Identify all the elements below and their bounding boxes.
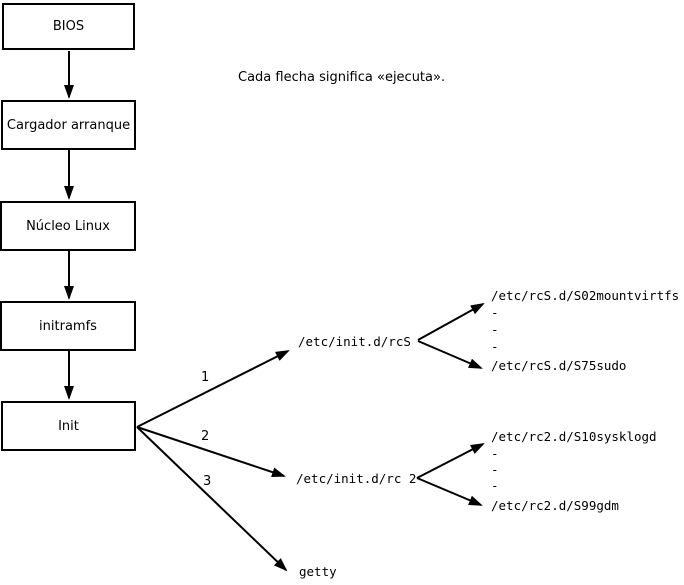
rcS-ellipsis-dash: - xyxy=(491,322,499,337)
rc2-ellipsis-dash: - xyxy=(491,462,499,477)
box-nucleo-linux: Núcleo Linux xyxy=(0,201,136,251)
label-init-d-rcS: /etc/init.d/rcS xyxy=(298,334,411,349)
label-rcS-first-script: /etc/rcS.d/S02mountvirtfs xyxy=(491,288,680,303)
rcS-ellipsis-dash: - xyxy=(491,305,499,320)
box-init-label: Init xyxy=(58,418,79,434)
box-cargador-arranque-label: Cargador arranque xyxy=(6,117,131,133)
label-rc2-last-script: /etc/rc2.d/S99gdm xyxy=(491,498,619,513)
arrow-init-to-getty xyxy=(136,426,288,572)
branch-order-3: 3 xyxy=(203,474,212,489)
box-init: Init xyxy=(1,401,136,451)
box-initramfs: initramfs xyxy=(0,301,136,351)
box-bios: BIOS xyxy=(2,3,135,50)
label-rc2-first-script: /etc/rc2.d/S10sysklogd xyxy=(491,429,657,444)
box-nucleo-linux-label: Núcleo Linux xyxy=(26,218,110,234)
label-rcS-last-script: /etc/rcS.d/S75sudo xyxy=(491,358,627,373)
label-init-d-rc2: /etc/init.d/rc 2 xyxy=(296,471,417,486)
arrow-rcS-to-first xyxy=(417,303,485,341)
branch-order-2: 2 xyxy=(201,429,210,444)
branch-order-1: 1 xyxy=(201,370,210,385)
arrow-init-to-rc2 xyxy=(136,426,286,477)
box-initramfs-label: initramfs xyxy=(39,318,97,334)
rc2-ellipsis-dash: - xyxy=(491,446,499,461)
label-getty: getty xyxy=(299,564,337,579)
arrow-rc2-to-first xyxy=(416,443,485,479)
arrow-rc2-to-last xyxy=(416,477,483,506)
rc2-ellipsis-dash: - xyxy=(491,478,499,493)
arrow-rcS-to-last xyxy=(417,340,483,369)
box-bios-label: BIOS xyxy=(52,19,85,34)
legend-note: Cada flecha significa «ejecuta». xyxy=(238,70,446,85)
rcS-ellipsis-dash: - xyxy=(491,339,499,354)
box-cargador-arranque: Cargador arranque xyxy=(1,100,136,150)
arrow-init-to-rcS xyxy=(136,350,290,428)
